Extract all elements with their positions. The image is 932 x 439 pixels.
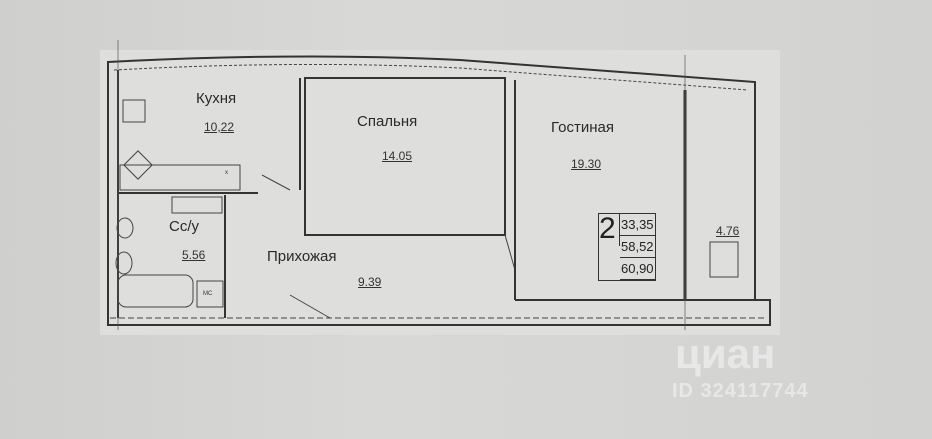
bathroom-label: Сс/у <box>169 218 199 235</box>
watermark-brand: циан <box>675 330 776 377</box>
hallway-area: 9.39 <box>358 275 382 289</box>
toilet-icon <box>116 217 134 239</box>
kitchen-label: Кухня <box>196 90 237 107</box>
rooms-count: 2 <box>599 214 620 246</box>
balcony-fixture <box>709 241 739 278</box>
balcony-area: 4.76 <box>716 224 740 238</box>
wall-hatch-top <box>113 63 749 91</box>
bedroom-label: Спальня <box>357 113 418 130</box>
meter-label: МС <box>203 291 213 297</box>
kitchen-counter <box>119 164 241 191</box>
kitchen-door <box>261 174 291 191</box>
bedroom-area: 14.05 <box>382 149 413 163</box>
total-with-balcony: 60,90 <box>620 258 655 280</box>
meter-box <box>196 280 224 308</box>
entrance-door <box>289 294 331 319</box>
living-area-total: 33,35 <box>620 214 655 236</box>
washer-icon <box>171 196 223 214</box>
kitchen-area: 10,22 <box>204 120 235 134</box>
apartment-summary: 2 33,35 58,52 60,90 <box>598 213 656 281</box>
washbasin-icon <box>115 251 133 275</box>
fridge-mark: х <box>225 170 228 176</box>
bedroom-door <box>504 234 516 271</box>
outer-wall <box>107 55 771 326</box>
living-area: 19.30 <box>571 157 602 171</box>
total-area: 58,52 <box>620 236 655 258</box>
watermark-id: ID 324117744 <box>672 380 809 402</box>
living-label: Гостиная <box>551 119 614 136</box>
sink-icon <box>123 150 153 180</box>
stove-icon <box>122 99 146 123</box>
bathroom-area: 5.56 <box>182 248 206 262</box>
hallway-label: Прихожая <box>267 248 337 265</box>
bedroom-walls <box>304 77 506 236</box>
